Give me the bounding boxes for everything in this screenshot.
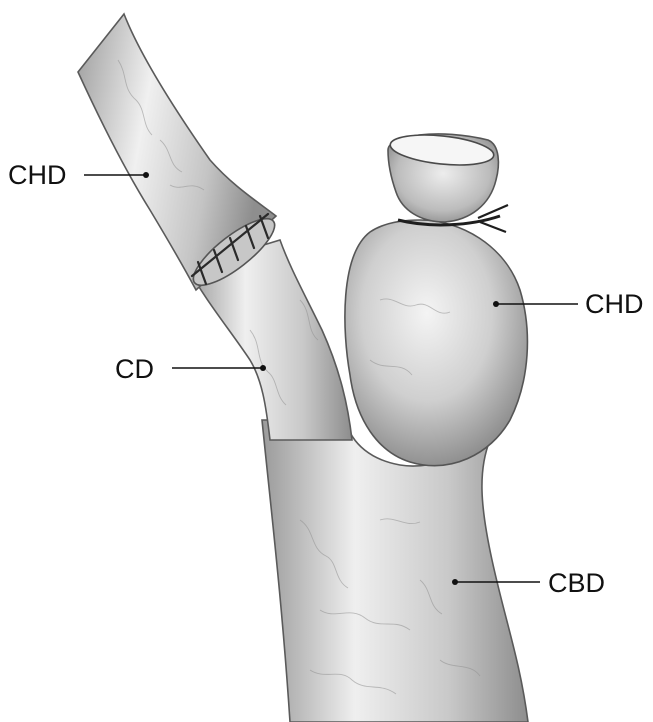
leader-dot-cbd bbox=[452, 579, 458, 585]
label-chd-right: CHD bbox=[585, 289, 644, 319]
leader-dot-chd-left bbox=[143, 172, 149, 178]
label-cd: CD bbox=[115, 354, 154, 384]
leader-dot-chd-right bbox=[493, 301, 499, 307]
leader-dot-cd bbox=[260, 365, 266, 371]
label-cbd: CBD bbox=[548, 568, 605, 598]
cbd-shape bbox=[262, 420, 528, 722]
label-chd-left: CHD bbox=[8, 160, 67, 190]
chd-dilated-shape bbox=[345, 220, 528, 466]
